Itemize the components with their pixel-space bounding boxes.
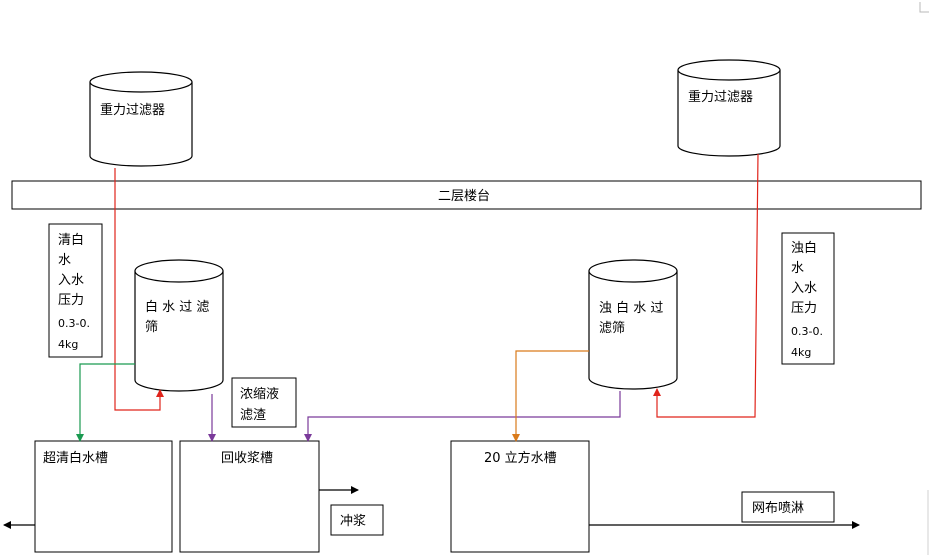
flush-note-label: 冲浆 — [340, 514, 366, 529]
turbid-note-line-3: 入水 — [791, 281, 817, 296]
clear-note-line-6: 4kg — [58, 338, 78, 351]
gravity-filter-right-label: 重力过滤器 — [688, 89, 753, 105]
tank-20m3-label: 20 立方水槽 — [484, 450, 557, 466]
clear-note-line-1: 清白 — [58, 232, 84, 248]
purple-flow-from-turbid-screen — [304, 391, 621, 442]
clear-note-line-5: 0.3-0. — [58, 317, 90, 330]
red-flow-left — [114, 168, 164, 411]
recovery-pulp-tank: 回收浆槽 — [179, 440, 320, 553]
floor-platform: 二层楼台 — [11, 180, 922, 210]
floor-platform-bar — [11, 180, 922, 210]
concentrate-note-box — [231, 377, 297, 428]
turbid-water-note-box — [781, 232, 835, 365]
turbid-note-line-1: 浊白 — [791, 240, 817, 256]
tank-20m3-box — [450, 440, 590, 553]
whitewater-screen-body — [134, 271, 224, 392]
whitewater-screen-label-1: 白 水 过 滤 — [145, 299, 209, 315]
turbid-note-line-2: 水 — [791, 261, 804, 276]
orange-flow-to-20m3-tank — [512, 350, 589, 442]
turbid-screen-label-1: 浊 白 水 过 — [599, 300, 663, 316]
turbid-filter-screen: 浊 白 水 过 滤筛 — [588, 259, 678, 390]
flush-note-box — [330, 504, 384, 536]
whitewater-screen-label-2: 筛 — [145, 320, 158, 335]
turbid-note-line-5: 0.3-0. — [791, 325, 823, 338]
gravity-filter-right-top — [677, 59, 781, 81]
red-flow-right — [653, 153, 759, 418]
corner-mark-top-right — [919, 2, 929, 13]
super-clear-tank-label: 超清白水槽 — [43, 450, 108, 466]
concentrate-residue-note: 浓缩液 滤渣 — [231, 377, 297, 428]
whitewater-filter-screen: 白 水 过 滤 筛 — [134, 259, 224, 392]
floor-platform-label: 二层楼台 — [438, 189, 490, 204]
spray-note-box — [741, 491, 835, 523]
gravity-filter-right-body — [677, 70, 781, 157]
gravity-filter-left-label: 重力过滤器 — [100, 102, 165, 118]
turbid-water-pressure-note: 浊白 水 入水 压力 0.3-0. 4kg — [781, 232, 835, 365]
turbid-screen-body — [588, 271, 678, 390]
whitewater-screen-top — [134, 259, 224, 283]
turbid-screen-top — [588, 259, 678, 283]
mesh-spray-note: 网布喷淋 — [741, 491, 835, 523]
concentrate-note-line-2: 滤渣 — [240, 408, 266, 423]
recovery-tank-label: 回收浆槽 — [221, 451, 273, 466]
clear-note-line-2: 水 — [58, 253, 71, 268]
clear-note-line-3: 入水 — [58, 273, 84, 288]
clear-water-note-box — [48, 223, 103, 358]
clear-water-pressure-note: 清白 水 入水 压力 0.3-0. 4kg — [48, 223, 103, 358]
super-clear-tank-box — [34, 440, 173, 553]
turbid-note-line-4: 压力 — [791, 301, 817, 316]
gravity-filter-right: 重力过滤器 — [677, 59, 781, 157]
water-tank-20m3: 20 立方水槽 — [450, 440, 590, 553]
clear-note-line-4: 压力 — [58, 293, 84, 308]
recovery-tank-box — [179, 440, 320, 553]
gravity-filter-left-body — [89, 82, 193, 167]
super-clear-water-tank: 超清白水槽 — [34, 440, 173, 553]
turbid-screen-label-2: 滤筛 — [599, 321, 625, 336]
spray-note-label: 网布喷淋 — [752, 501, 804, 516]
gravity-filter-left-top — [89, 71, 193, 93]
gravity-filter-left: 重力过滤器 — [89, 71, 193, 167]
turbid-note-line-6: 4kg — [791, 346, 811, 359]
concentrate-note-line-1: 浓缩液 — [240, 386, 279, 402]
flush-pulp-note: 冲浆 — [330, 504, 384, 536]
green-flow-to-super-clear-tank — [76, 363, 135, 442]
